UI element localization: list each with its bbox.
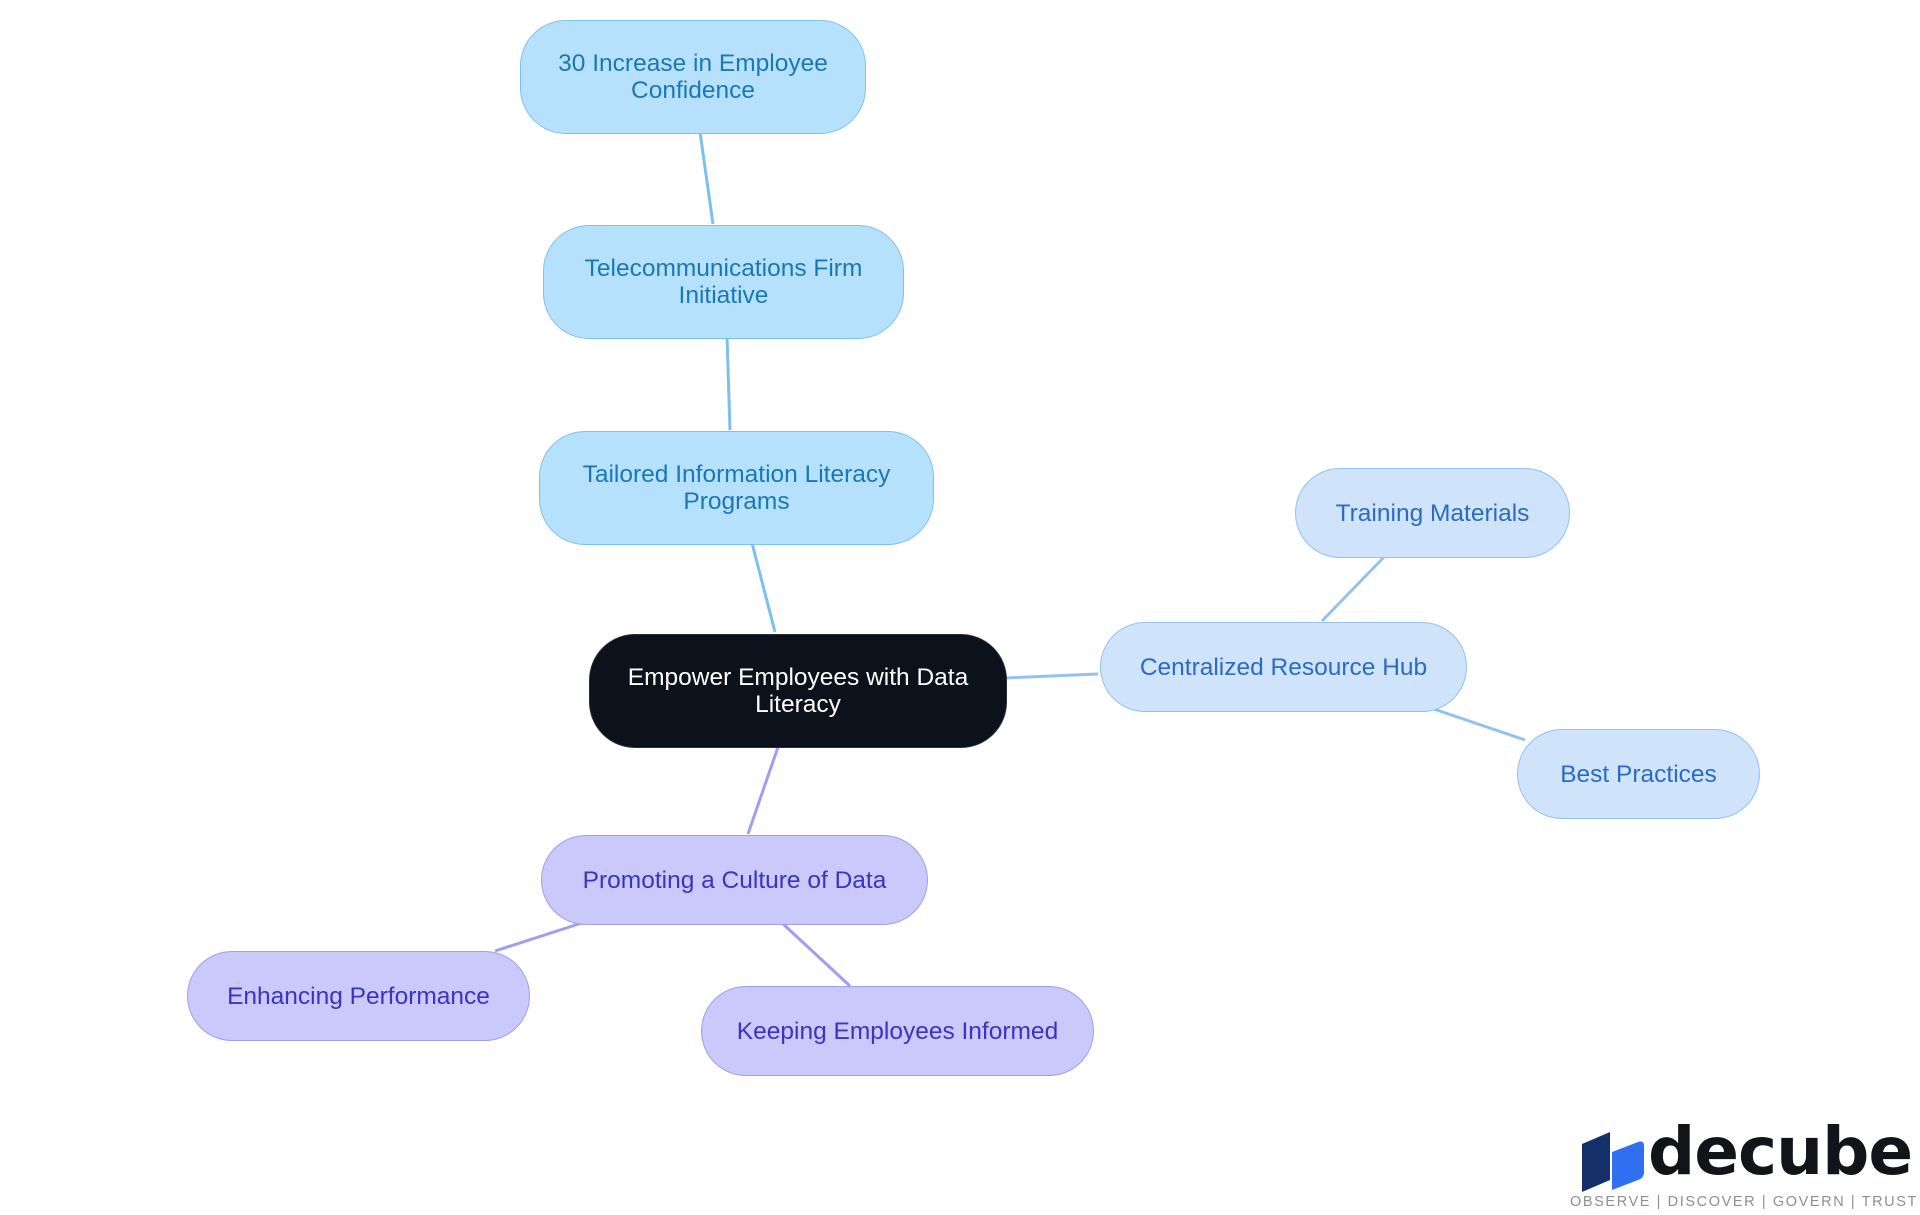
node-telecom-initiative-label: Telecommunications Firm Initiative <box>584 255 863 309</box>
node-culture-of-data: Promoting a Culture of Data <box>541 835 928 925</box>
node-employee-confidence-label: 30 Increase in Employee Confidence <box>558 50 828 104</box>
edge-root-hub <box>1004 672 1099 680</box>
edge-tailored-telecom <box>725 336 732 431</box>
edge-root-culture <box>746 746 780 835</box>
node-best-practices: Best Practices <box>1517 729 1760 819</box>
edge-culture-informed <box>780 921 852 988</box>
decube-logo: decube OBSERVE | DISCOVER | GOVERN | TRU… <box>1568 1118 1916 1211</box>
node-resource-hub-label: Centralized Resource Hub <box>1139 653 1428 681</box>
node-keeping-informed-label: Keeping Employees Informed <box>736 1017 1059 1045</box>
decube-logo-tagline: OBSERVE | DISCOVER | GOVERN | TRUST <box>1570 1194 1918 1210</box>
decube-logo-mark-icon <box>1582 1132 1644 1192</box>
node-culture-of-data-label: Promoting a Culture of Data <box>582 866 887 894</box>
node-training-materials-label: Training Materials <box>1335 499 1530 527</box>
node-training-materials: Training Materials <box>1295 468 1570 558</box>
node-tailored-programs: Tailored Information Literacy Programs <box>539 431 934 545</box>
decube-logo-word: decube <box>1648 1113 1913 1190</box>
edge-telecom-confidence <box>698 131 715 225</box>
edge-hub-best <box>1424 704 1526 742</box>
root-node-label: Empower Employees with Data Literacy <box>627 664 969 718</box>
node-enhancing-performance-label: Enhancing Performance <box>227 982 490 1010</box>
node-tailored-programs-label: Tailored Information Literacy Programs <box>582 461 891 515</box>
edge-root-tailored <box>750 542 777 633</box>
node-best-practices-label: Best Practices <box>1560 760 1717 788</box>
node-keeping-informed: Keeping Employees Informed <box>701 986 1094 1076</box>
node-enhancing-performance: Enhancing Performance <box>187 951 530 1041</box>
node-resource-hub: Centralized Resource Hub <box>1100 622 1467 712</box>
node-telecom-initiative: Telecommunications Firm Initiative <box>543 225 904 339</box>
node-employee-confidence: 30 Increase in Employee Confidence <box>520 20 866 134</box>
root-node: Empower Employees with Data Literacy <box>589 634 1007 748</box>
edge-culture-performance <box>494 919 589 953</box>
edge-hub-training <box>1320 554 1387 623</box>
